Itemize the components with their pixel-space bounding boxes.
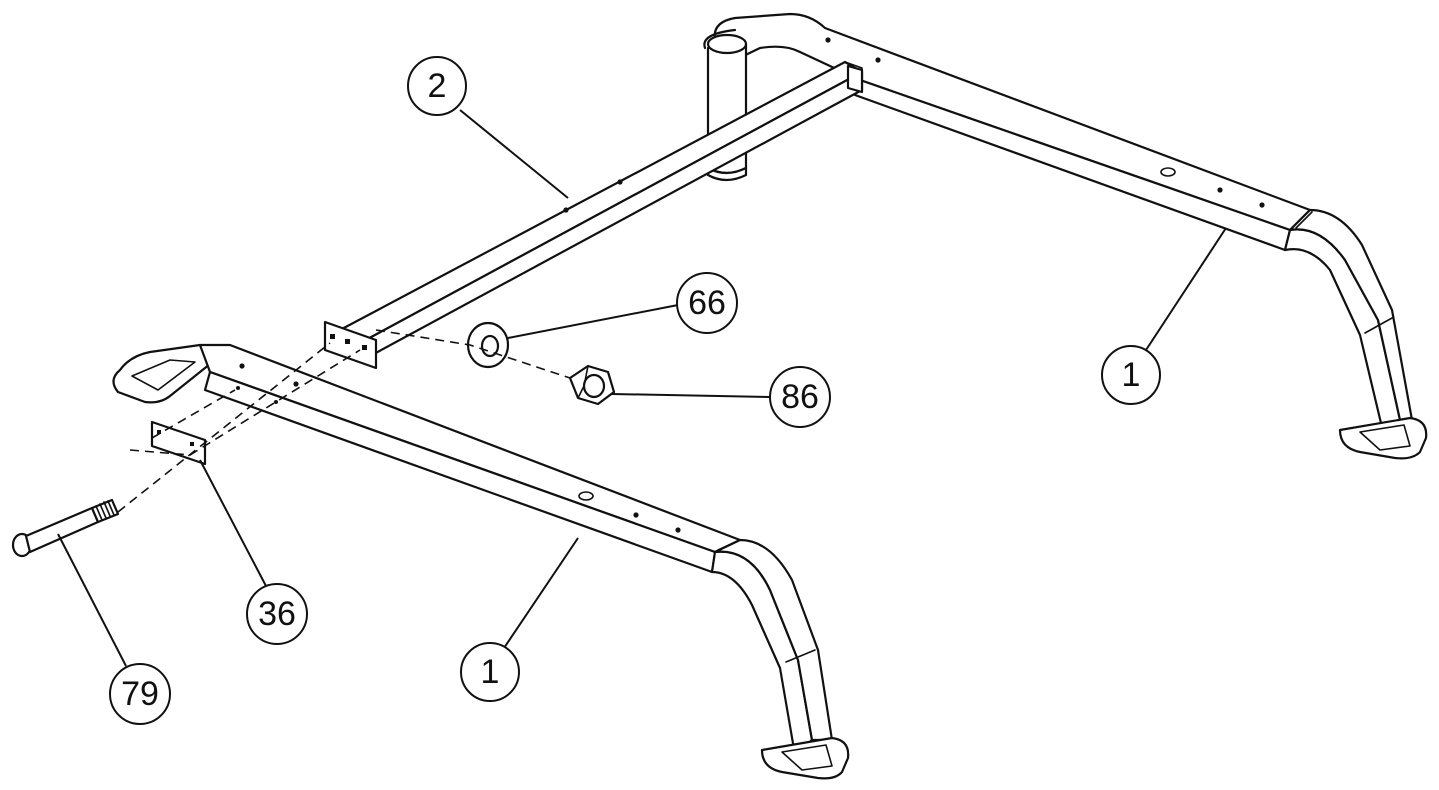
svg-text:86: 86 (781, 378, 819, 416)
assembly-guide-lines (117, 329, 571, 513)
callout-79: 79 (57, 533, 171, 725)
svg-text:2: 2 (428, 67, 447, 105)
svg-text:79: 79 (121, 675, 159, 713)
callout-36: 36 (199, 459, 308, 645)
svg-text:36: 36 (258, 595, 296, 633)
washer (466, 321, 510, 369)
svg-text:1: 1 (481, 653, 500, 691)
carriage-bolt (11, 498, 120, 558)
callout-86: 86 (611, 366, 831, 428)
callout-66: 66 (507, 272, 738, 339)
rear-base-frame (703, 12, 1428, 460)
cross-beam (323, 60, 864, 370)
hex-nut (568, 364, 616, 406)
callout-1-front: 1 (460, 537, 579, 702)
svg-text:1: 1 (1122, 356, 1141, 394)
clamp-plate (150, 420, 207, 466)
front-base-frame (112, 343, 850, 780)
callout-2: 2 (407, 56, 569, 199)
svg-text:66: 66 (688, 284, 726, 322)
callout-1-rear: 1 (1101, 227, 1227, 405)
